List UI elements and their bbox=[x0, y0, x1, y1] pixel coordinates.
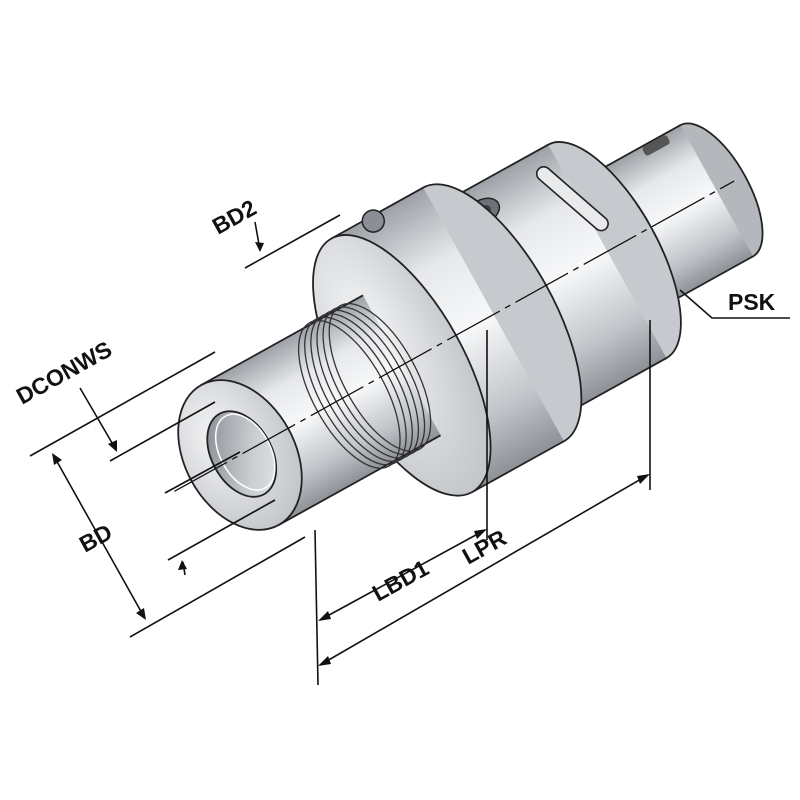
label-dconws: DCONWS bbox=[12, 336, 116, 410]
label-lbd1: LBD1 bbox=[368, 554, 433, 606]
label-bd: BD bbox=[75, 519, 117, 558]
center-axis bbox=[174, 180, 735, 492]
set-screw bbox=[361, 209, 386, 233]
label-bd2: BD2 bbox=[208, 194, 261, 239]
drive-slot bbox=[535, 165, 609, 232]
label-lpr: LPR bbox=[458, 524, 511, 569]
dimension-lines bbox=[29, 214, 790, 686]
tool-holder-body bbox=[174, 122, 764, 531]
shank-slot bbox=[642, 135, 670, 156]
label-psk: PSK bbox=[728, 289, 776, 315]
